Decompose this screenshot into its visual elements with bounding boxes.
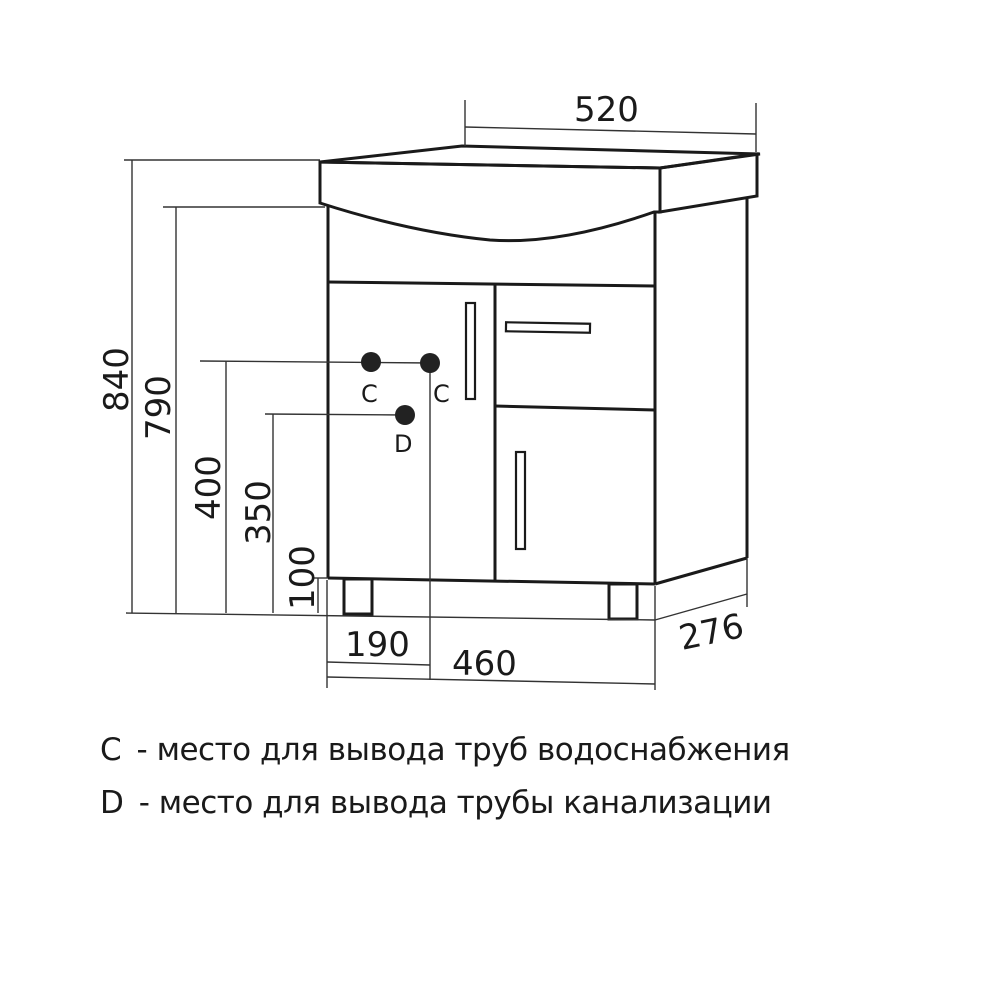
- drain-pipe-point: [395, 405, 415, 425]
- left-leg: [342, 577, 374, 616]
- dim-460: 460: [452, 644, 517, 684]
- legend-item-c: C - место для вывода труб водоснабжения: [100, 735, 790, 766]
- dim-190: 190: [345, 625, 410, 665]
- legend-key-d: D: [100, 785, 124, 821]
- drawer-handle: [504, 321, 592, 334]
- pipe-points: C C D: [199, 352, 450, 680]
- dim-840: 840: [97, 347, 137, 412]
- right-door-handle: [514, 450, 527, 551]
- legend-key-c: C: [100, 732, 122, 768]
- legend-item-d: D - место для вывода трубы канализации: [100, 788, 772, 819]
- legend-text-c: место для вывода труб водоснабжения: [156, 732, 791, 768]
- dim-520: 520: [574, 90, 639, 130]
- dim-790: 790: [139, 375, 179, 440]
- label-c-right: C: [433, 380, 450, 408]
- legend-separator: -: [136, 732, 148, 768]
- legend-text-d: место для вывода трубы канализации: [158, 785, 772, 821]
- legend-separator: -: [138, 785, 150, 821]
- dim-276: 276: [676, 606, 748, 659]
- dim-basin-width: 520: [464, 90, 757, 152]
- water-pipe-point-left: [361, 352, 381, 372]
- dim-bottom: 190 460 276: [326, 558, 748, 690]
- cabinet-body: [326, 199, 749, 586]
- dim-100: 100: [283, 545, 323, 610]
- dim-350: 350: [239, 480, 279, 545]
- right-leg: [607, 582, 639, 621]
- dim-400: 400: [189, 455, 229, 520]
- basin-side-face: [658, 152, 759, 214]
- water-pipe-point-right: [420, 353, 440, 373]
- basin: [318, 144, 761, 243]
- label-d: D: [394, 430, 412, 458]
- dim-left-stack: 840 790 400 350 100: [97, 159, 656, 621]
- basin-front-face: [318, 160, 662, 243]
- left-door-handle: [464, 301, 477, 401]
- label-c-left: C: [361, 380, 378, 408]
